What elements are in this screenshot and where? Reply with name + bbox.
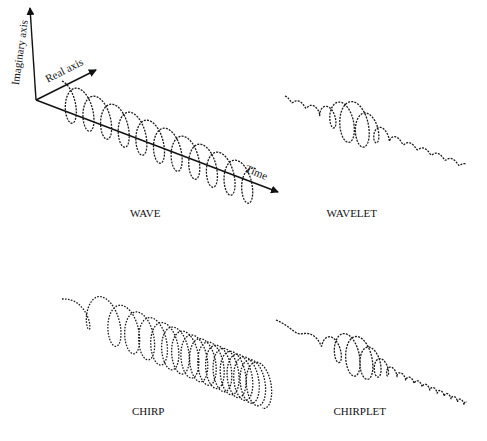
axis-label: Real axis bbox=[43, 56, 84, 84]
panel-title: CHIRP bbox=[132, 406, 164, 417]
wave-helix bbox=[62, 81, 256, 203]
imaginary-axis bbox=[30, 8, 36, 100]
chirp-helix bbox=[62, 297, 272, 409]
panel-title: WAVE bbox=[130, 208, 160, 219]
panel-title: WAVELET bbox=[327, 208, 378, 219]
panel-title: CHIRPLET bbox=[334, 406, 387, 417]
chirplet-helix bbox=[276, 320, 467, 405]
time-axis bbox=[36, 100, 278, 192]
axis-label: Time bbox=[243, 163, 268, 182]
axis-label: Imaginary axis bbox=[10, 19, 30, 86]
wavelet-helix bbox=[285, 96, 466, 165]
